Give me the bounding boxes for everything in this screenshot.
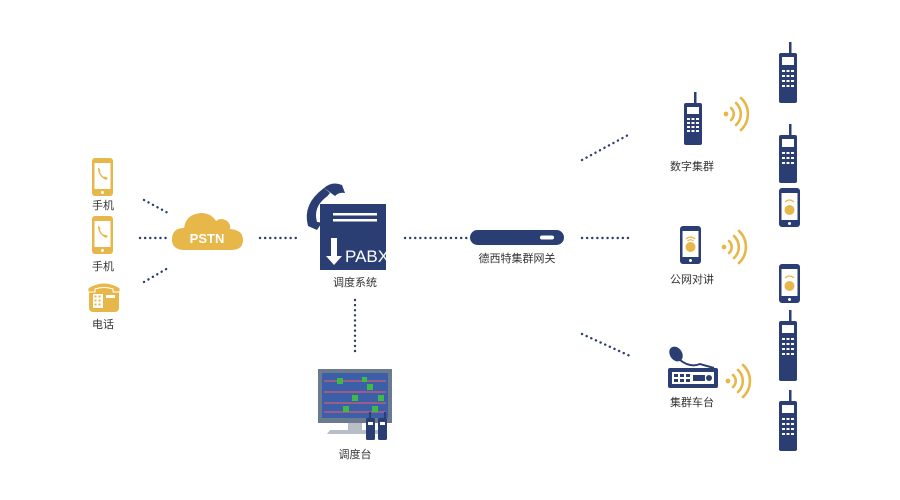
handheld-radio-icon: [684, 92, 702, 145]
poc-label: 公网对讲: [670, 273, 714, 286]
radio-waves-icon: [725, 363, 752, 399]
mobile-phone-icon: [92, 216, 113, 254]
link-phone1-pstn: [142, 198, 170, 215]
handheld-radio-icon: [779, 310, 797, 381]
digital-trunk-label: 数字集群: [670, 160, 714, 173]
console-label: 调度台: [338, 448, 372, 461]
radio-waves-icon: [723, 96, 750, 132]
handheld-radio-icon: [779, 390, 797, 451]
pabx-box-text: PABX: [345, 247, 389, 266]
vehicle-radio-label: 集群车台: [670, 396, 714, 409]
link-gateway-digital: [580, 132, 632, 162]
pstn-label: PSTN: [190, 231, 225, 246]
poc-phone-icon: [779, 264, 800, 303]
handheld-radio-icon: [779, 42, 797, 103]
poc-phone-icon: [680, 226, 701, 264]
pstn-cloud-icon: PSTN: [171, 213, 243, 250]
telephone-label: 电话: [92, 318, 114, 331]
gateway-label: 德西特集群网关: [478, 252, 556, 265]
dispatch-console-icon: [318, 369, 392, 440]
link-gateway-vehicle: [580, 332, 632, 358]
vehicle-radio-icon: [668, 346, 718, 388]
mobile-phone-icon: [92, 158, 113, 196]
pabx-label: 调度系统: [333, 276, 377, 289]
radio-waves-icon: [721, 229, 748, 265]
handheld-radio-icon: [779, 124, 797, 183]
gateway-icon: [470, 230, 564, 245]
telephone-icon: [87, 282, 121, 312]
pabx-icon: PABX: [306, 183, 389, 270]
poc-phone-icon: [779, 188, 800, 227]
phone-2-label: 手机: [92, 260, 114, 273]
phone-1-label: 手机: [92, 199, 114, 212]
link-telephone-pstn: [142, 266, 170, 284]
